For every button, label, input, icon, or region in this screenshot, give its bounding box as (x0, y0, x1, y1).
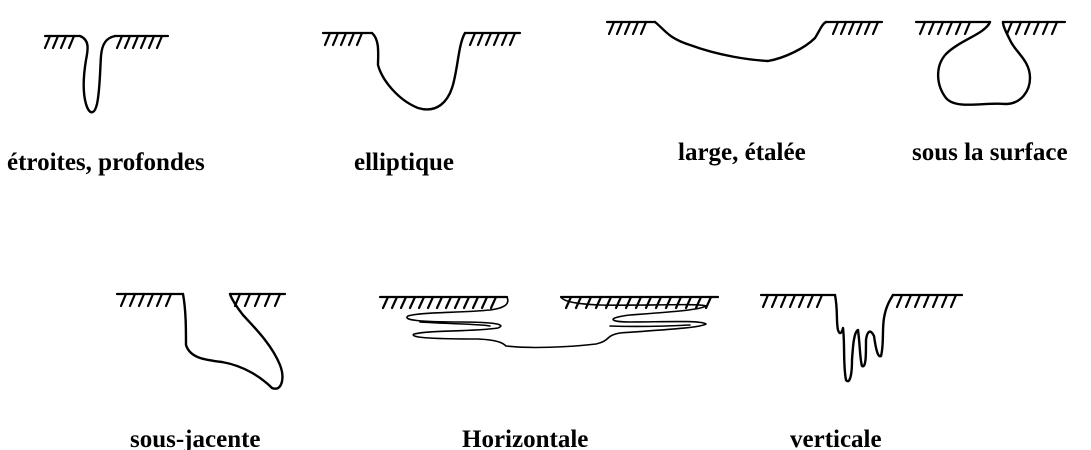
label-wide-shallow: large, étalée (678, 139, 806, 166)
surface-hatching (607, 22, 882, 34)
pit-profile (80, 36, 115, 112)
label-undercutting: sous-jacente (130, 426, 261, 450)
panel-vertical: verticale (761, 295, 962, 450)
label-vertical: verticale (790, 426, 882, 450)
surface-hatching (916, 22, 1065, 34)
panel-elliptical: elliptique (323, 33, 520, 176)
label-elliptical: elliptique (354, 149, 454, 176)
panel-narrow-deep: étroites, profondes (7, 36, 205, 176)
label-subsurface: sous la surface (912, 139, 1068, 166)
pit-profile (407, 297, 706, 347)
pit-profile (183, 294, 282, 389)
surface-hatching (117, 294, 285, 306)
panel-subsurface: sous la surface (912, 22, 1068, 166)
panel-horizontal: Horizontale (380, 297, 718, 450)
pit-profile (655, 22, 826, 61)
pit-profile (835, 295, 893, 381)
pit-profile (372, 33, 465, 109)
surface-hatching (761, 295, 962, 307)
panel-undercutting: sous-jacente (117, 294, 285, 450)
panel-wide-shallow: large, étalée (607, 22, 882, 166)
label-narrow-deep: étroites, profondes (7, 149, 205, 176)
surface-hatching (323, 33, 520, 45)
label-horizontal: Horizontale (462, 426, 588, 450)
surface-hatching (380, 297, 718, 308)
